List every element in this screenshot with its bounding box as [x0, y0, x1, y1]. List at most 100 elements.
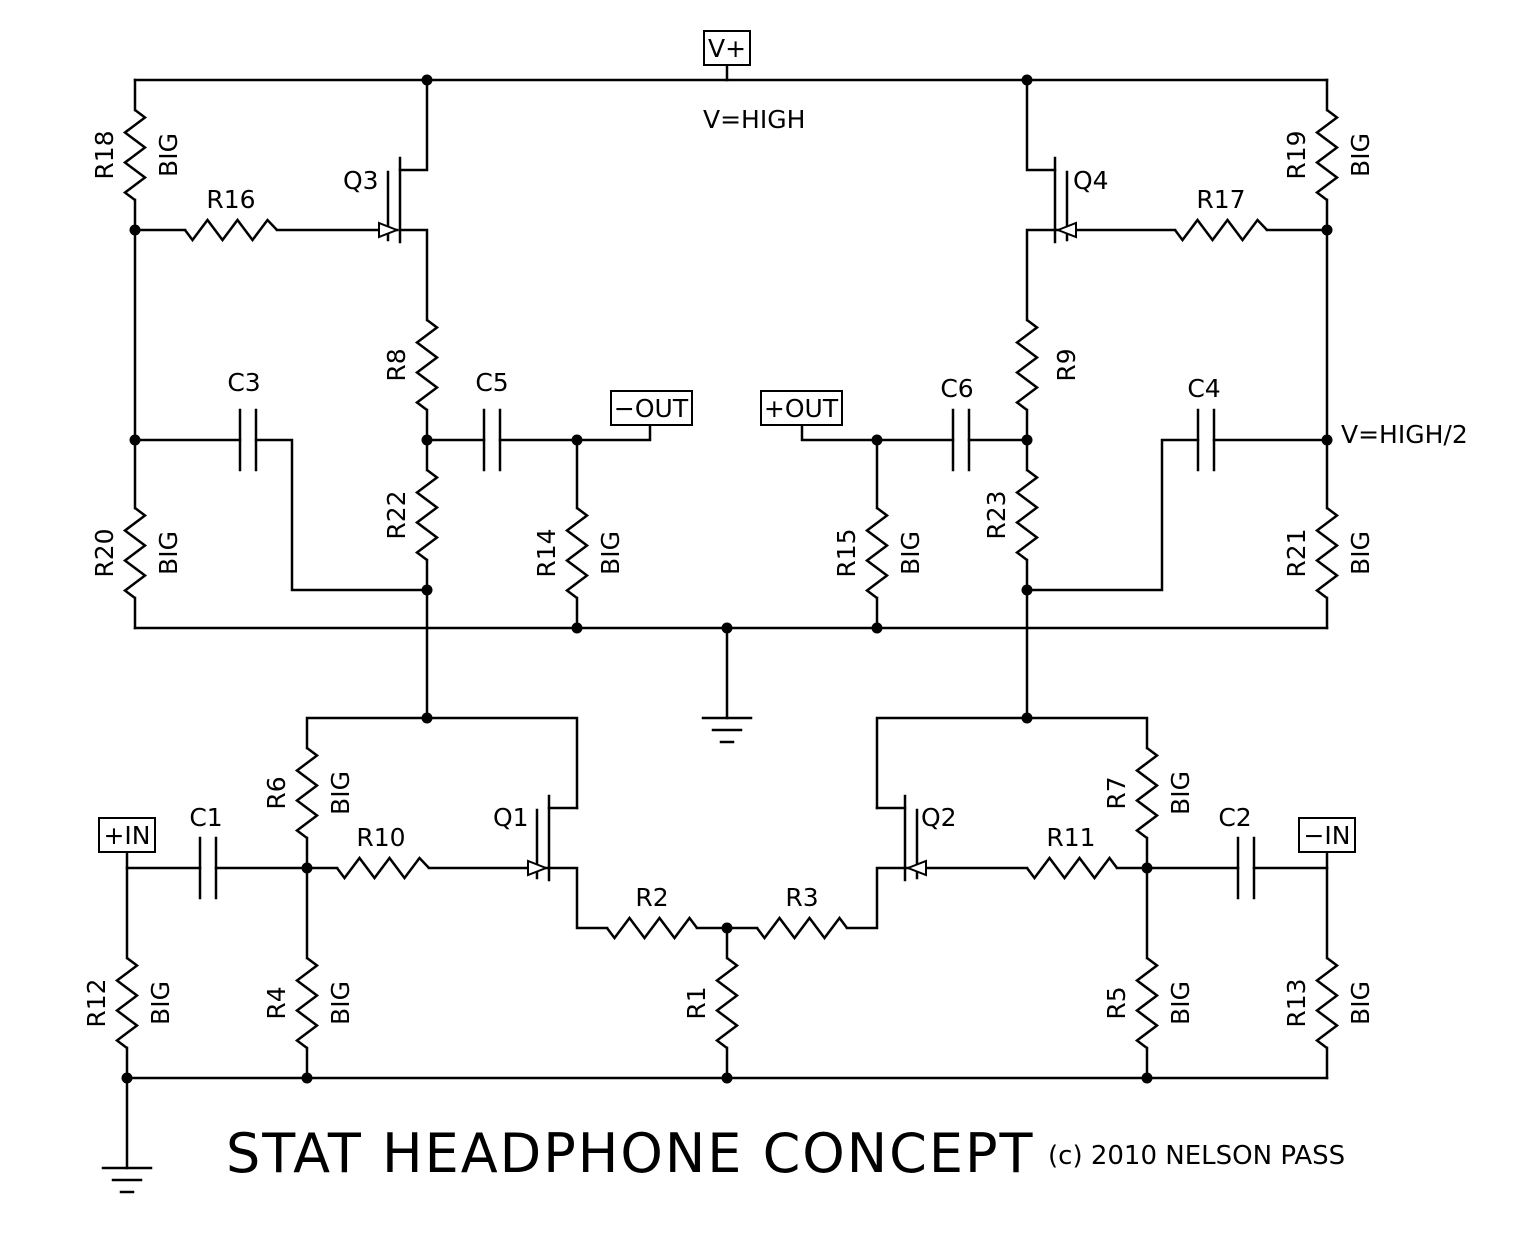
label-r8: R8 — [382, 348, 411, 381]
r1-symbol — [714, 957, 740, 1049]
label-r5: R5 — [1102, 986, 1131, 1019]
terminal-plus-out: +OUT — [760, 390, 843, 426]
label-r21: R21 — [1282, 528, 1311, 577]
q2-symbol — [903, 794, 927, 882]
svg-text:V+: V+ — [708, 34, 746, 63]
value-r12: BIG — [146, 981, 175, 1025]
value-r4: BIG — [326, 981, 355, 1025]
terminal-minus-out: −OUT — [610, 390, 693, 426]
svg-text:−OUT: −OUT — [614, 394, 689, 423]
component-labels: R16 R17 R10 R11 R2 R3 C3 C5 C6 C4 C1 C2 … — [189, 166, 1251, 912]
r7-symbol — [1134, 747, 1160, 839]
label-r3: R3 — [785, 883, 818, 912]
label-r23: R23 — [982, 490, 1011, 539]
value-r21: BIG — [1346, 531, 1375, 575]
label-r11: R11 — [1046, 823, 1095, 852]
terminal-minus-in: −IN — [1298, 817, 1356, 853]
r21-symbol — [1314, 507, 1340, 599]
r22-symbol — [414, 469, 440, 561]
svg-text:+OUT: +OUT — [764, 394, 839, 423]
q1-symbol — [527, 794, 551, 882]
ground-symbol-center — [701, 716, 753, 744]
r5-symbol — [1134, 957, 1160, 1049]
r11-symbol — [1026, 855, 1118, 881]
label-r15: R15 — [832, 528, 861, 577]
label-r4: R4 — [262, 986, 291, 1019]
copyright-notice: (c) 2010 NELSON PASS — [1048, 1141, 1345, 1171]
label-r6: R6 — [262, 776, 291, 809]
r9-symbol — [1014, 319, 1040, 411]
r8-symbol — [414, 319, 440, 411]
label-c2: C2 — [1218, 803, 1251, 832]
value-r7: BIG — [1166, 771, 1195, 815]
value-r6: BIG — [326, 771, 355, 815]
rotated-labels: R18 BIG R19 BIG R20 BIG R21 BIG R8 R22 R… — [82, 130, 1375, 1027]
r17-symbol — [1174, 217, 1268, 243]
r18-symbol — [122, 109, 148, 201]
label-c6: C6 — [940, 374, 973, 403]
label-r16: R16 — [206, 185, 255, 214]
label-c4: C4 — [1187, 374, 1220, 403]
label-q3: Q3 — [343, 166, 379, 195]
transistors — [378, 156, 1077, 882]
q4-symbol — [1053, 156, 1077, 244]
r23-symbol — [1014, 469, 1040, 561]
label-q2: Q2 — [921, 803, 957, 832]
r16-symbol — [184, 217, 278, 243]
c4-symbol — [1196, 408, 1216, 472]
label-r10: R10 — [356, 823, 405, 852]
r14-symbol — [564, 507, 590, 599]
label-r1: R1 — [682, 986, 711, 1019]
c3-symbol — [238, 408, 258, 472]
r6-symbol — [294, 747, 320, 839]
label-c1: C1 — [189, 803, 222, 832]
c2-symbol — [1236, 836, 1256, 900]
r4-symbol — [294, 957, 320, 1049]
label-r7: R7 — [1102, 776, 1131, 809]
label-c3: C3 — [227, 368, 260, 397]
label-r12: R12 — [82, 978, 111, 1027]
svg-text:−IN: −IN — [1303, 821, 1350, 850]
label-r18: R18 — [90, 130, 119, 179]
r3-symbol — [756, 915, 848, 941]
junction-dots — [121, 74, 1333, 1084]
r15-symbol — [864, 507, 890, 599]
label-r19: R19 — [1282, 130, 1311, 179]
value-r19: BIG — [1346, 133, 1375, 177]
r19-symbol — [1314, 109, 1340, 201]
ground-symbol-left — [101, 1166, 153, 1194]
label-c5: C5 — [475, 368, 508, 397]
r13-symbol — [1314, 957, 1340, 1049]
c5-symbol — [482, 408, 502, 472]
label-r17: R17 — [1196, 185, 1245, 214]
resistors — [114, 109, 1340, 1049]
r2-symbol — [606, 915, 698, 941]
mid-voltage-note: V=HIGH/2 — [1341, 420, 1468, 449]
r12-symbol — [114, 957, 140, 1049]
value-r20: BIG — [154, 531, 183, 575]
value-r14: BIG — [596, 531, 625, 575]
q3-symbol — [378, 156, 402, 244]
r20-symbol — [122, 507, 148, 599]
capacitors — [198, 408, 1256, 900]
label-r9: R9 — [1052, 348, 1081, 381]
c1-symbol — [198, 836, 218, 900]
value-r18: BIG — [154, 133, 183, 177]
label-q1: Q1 — [493, 803, 529, 832]
label-r20: R20 — [90, 528, 119, 577]
terminal-v-plus: V+ — [703, 30, 751, 66]
diagram-title: STAT HEADPHONE CONCEPT — [226, 1122, 1035, 1185]
value-r5: BIG — [1166, 981, 1195, 1025]
r10-symbol — [336, 855, 430, 881]
label-r13: R13 — [1282, 978, 1311, 1027]
value-r13: BIG — [1346, 981, 1375, 1025]
label-r14: R14 — [532, 528, 561, 577]
label-r2: R2 — [635, 883, 668, 912]
svg-text:+IN: +IN — [103, 821, 150, 850]
label-q4: Q4 — [1073, 166, 1109, 195]
value-r15: BIG — [896, 531, 925, 575]
label-r22: R22 — [382, 490, 411, 539]
c6-symbol — [951, 408, 971, 472]
rail-voltage-note: V=HIGH — [703, 105, 805, 134]
